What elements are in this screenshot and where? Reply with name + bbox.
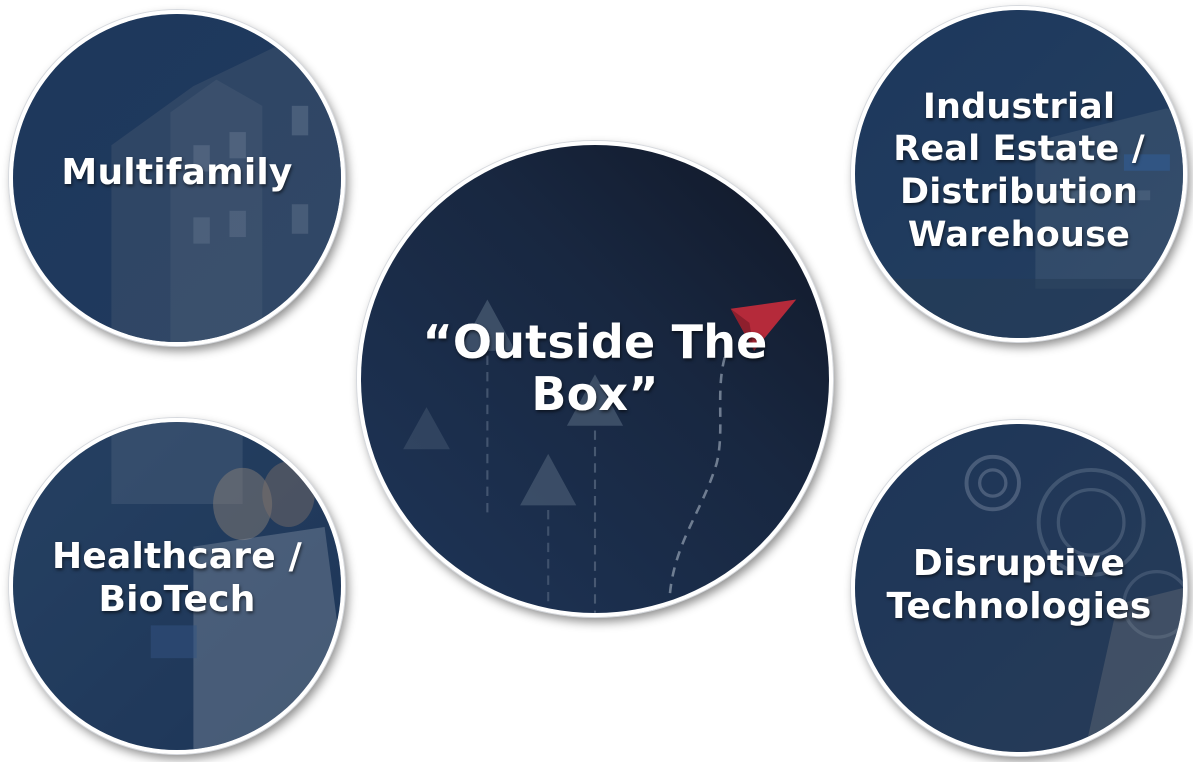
disruptive-label-line-2: Technologies (886, 586, 1152, 627)
outside-the-box-label: “Outside The Box” (361, 317, 829, 420)
townhouse-building-icon (13, 14, 341, 342)
industrial-label-line-3: Distribution (900, 172, 1138, 212)
industrial-circle: Industrial Real Estate / Distribution Wa… (851, 6, 1187, 342)
paper-airplanes-icon (361, 145, 829, 613)
disruptive-circle: Disruptive Technologies (851, 420, 1187, 756)
industrial-label-line-4: Warehouse (907, 214, 1131, 255)
technology-gears-icon (855, 424, 1183, 752)
industrial-label-line-1: Industrial (922, 86, 1116, 127)
healthcare-label: Healthcare / BioTech (52, 535, 302, 621)
disruptive-label: Disruptive Technologies (887, 542, 1152, 628)
multifamily-circle: Multifamily (9, 10, 345, 346)
healthcare-circle: Healthcare / BioTech (9, 418, 345, 754)
lab-scientists-icon (13, 422, 341, 750)
multifamily-label-line: Multifamily (61, 151, 293, 193)
industrial-label-line-2: Real Estate / (893, 129, 1145, 170)
outside-the-box-circle: “Outside The Box” (357, 141, 833, 617)
industrial-label: Industrial Real Estate / Distribution Wa… (893, 86, 1145, 257)
healthcare-label-line-1: Healthcare / (52, 535, 302, 577)
disruptive-label-line-1: Disruptive (912, 542, 1126, 584)
warehouse-building-icon (855, 10, 1183, 338)
healthcare-label-line-2: BioTech (98, 579, 256, 620)
outside-the-box-label-line: “Outside The Box” (422, 315, 768, 421)
multifamily-label: Multifamily (61, 151, 293, 193)
